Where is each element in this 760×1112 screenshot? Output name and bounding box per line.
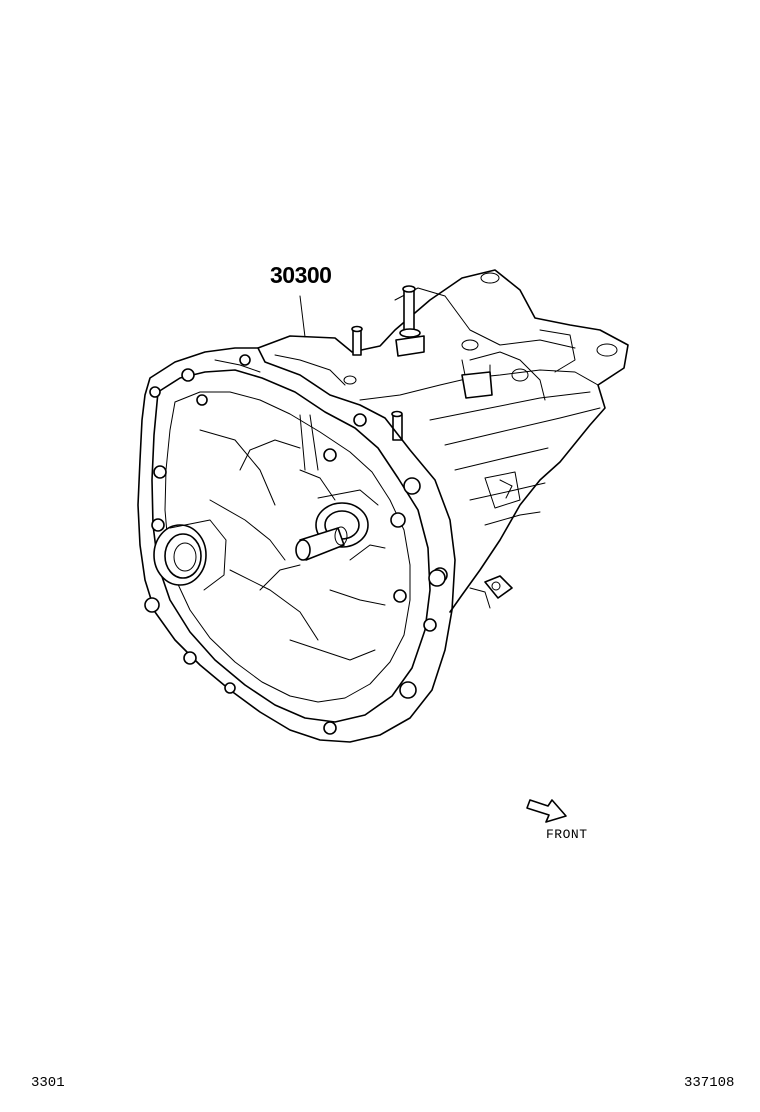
- studs: [343, 285, 493, 441]
- front-arrow-icon: [526, 799, 567, 823]
- differential-seal: [153, 519, 227, 591]
- diagram-id: 337108: [684, 1075, 735, 1091]
- internal-ribs: [199, 414, 386, 661]
- shift-sensor: [428, 569, 513, 609]
- part-number-callout[interactable]: 30300: [270, 262, 332, 288]
- transmission-case: [257, 269, 629, 613]
- front-direction-label: FRONT: [546, 827, 588, 842]
- input-shaft: [295, 489, 379, 561]
- page-code: 3301: [31, 1075, 65, 1091]
- part-leader-line: [299, 295, 306, 338]
